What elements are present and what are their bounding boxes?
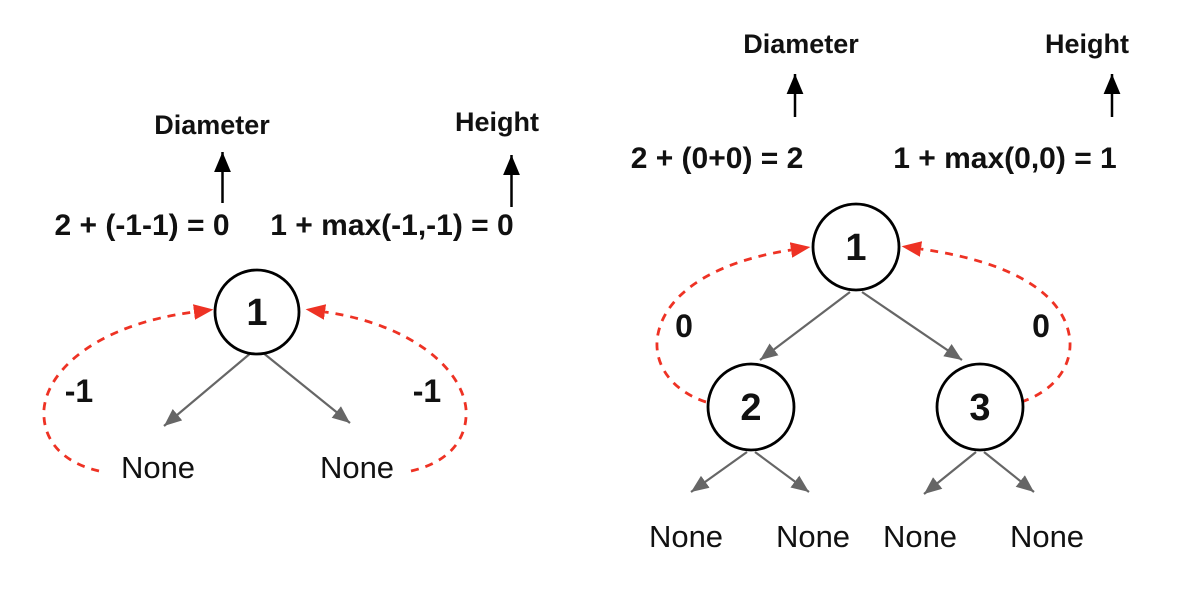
right-figure-leaf-2: None — [776, 519, 850, 554]
right-figure-left-return-arc — [655, 242, 811, 404]
right-figure-left-child-value: 2 — [740, 387, 761, 429]
right-figure-edge-child2-to-leaf2 — [754, 451, 810, 493]
right-figure-edge-child3-to-leaf4 — [983, 451, 1035, 493]
left-height-formula: 1 + max(-1,-1) = 0 — [270, 209, 513, 242]
right-figure-leaf-3: None — [883, 519, 957, 554]
left-figure-right-return-arc — [305, 304, 468, 473]
right-figure-right-return-arc — [901, 241, 1072, 404]
right-diameter-label: Diameter — [743, 29, 859, 59]
right-height-label: Height — [1045, 29, 1129, 59]
left-diameter-label: Diameter — [154, 110, 270, 140]
right-figure-root-value: 1 — [845, 227, 866, 269]
right-tree-figure: Diameter Height 2 + (0+0) = 2 1 + max(0,… — [631, 29, 1129, 554]
left-figure-left-return-value: -1 — [65, 373, 93, 409]
left-figure-left-return-arc — [42, 304, 214, 473]
right-figure-edge-child2-to-leaf1 — [690, 451, 748, 493]
left-figure-edge-to-left-leaf — [163, 351, 253, 427]
left-figure-root-value: 1 — [246, 292, 267, 334]
right-figure-root-node — [811, 202, 901, 292]
left-figure-right-return-value: -1 — [413, 373, 441, 409]
left-diameter-formula: 2 + (-1-1) = 0 — [54, 209, 229, 242]
right-figure-left-child-node — [706, 362, 796, 452]
right-figure-right-child-node — [935, 362, 1025, 452]
right-height-formula: 1 + max(0,0) = 1 — [893, 142, 1116, 175]
left-height-label: Height — [455, 107, 539, 137]
left-figure-left-leaf: None — [121, 450, 195, 485]
right-diameter-formula: 2 + (0+0) = 2 — [631, 142, 804, 175]
left-figure-edge-to-right-leaf — [261, 351, 351, 424]
right-figure-leaf-1: None — [649, 519, 723, 554]
left-figure-root-node — [213, 268, 301, 356]
right-figure-right-child-value: 3 — [969, 387, 990, 429]
left-tree-figure: Diameter Height 2 + (-1-1) = 0 1 + max(-… — [42, 107, 539, 485]
right-figure-edge-root-to-right-child — [861, 291, 963, 361]
left-figure-right-leaf: None — [320, 450, 394, 485]
right-figure-edge-child3-to-leaf3 — [923, 451, 977, 495]
right-figure-leaf-4: None — [1010, 519, 1084, 554]
right-figure-right-return-value: 0 — [1032, 308, 1050, 344]
right-figure-left-return-value: 0 — [675, 308, 693, 344]
right-figure-edge-root-to-left-child — [759, 291, 851, 361]
